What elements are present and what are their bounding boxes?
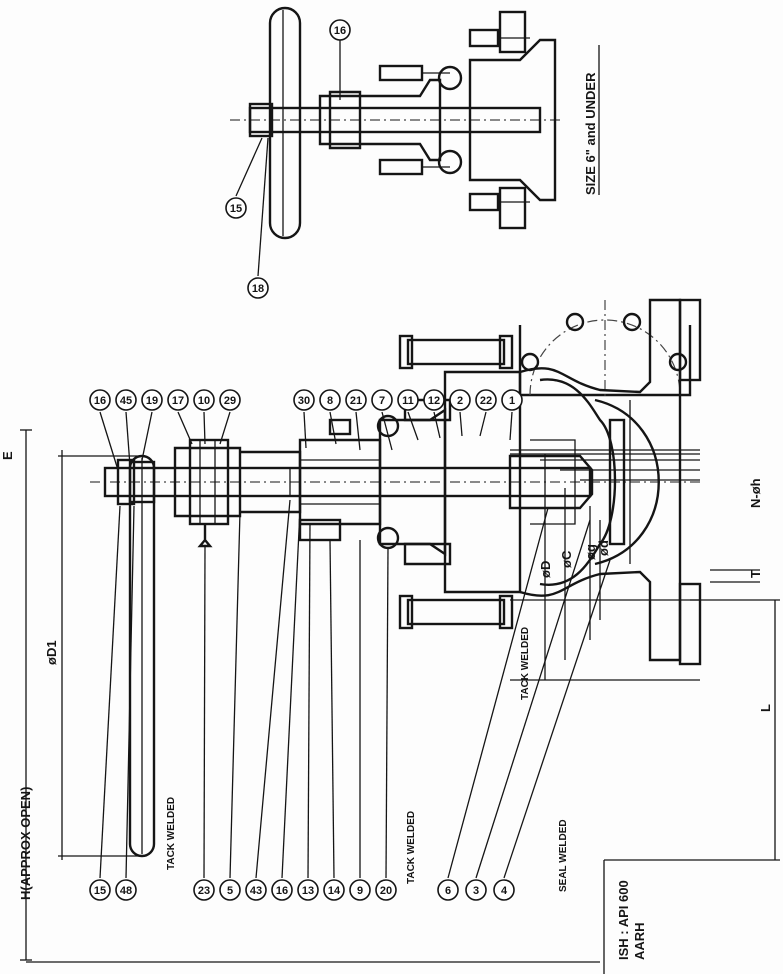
svg-text:14: 14 bbox=[328, 885, 341, 897]
svg-text:16: 16 bbox=[94, 395, 106, 407]
dimensions bbox=[20, 429, 780, 974]
balloon-22: 22 bbox=[475, 389, 497, 437]
tack-welded-label-1: TACK WELDED bbox=[166, 797, 177, 870]
balloon-16b: 16 bbox=[271, 509, 301, 901]
svg-text:1: 1 bbox=[509, 395, 515, 407]
og-label: øg bbox=[583, 544, 598, 560]
svg-text:8: 8 bbox=[327, 395, 333, 407]
balloon-17: 17 bbox=[167, 389, 193, 445]
tack-welded-label-2: TACK WELDED bbox=[406, 811, 417, 884]
balloon-13: 13 bbox=[297, 523, 319, 901]
balloon-23: 23 bbox=[193, 545, 215, 901]
balloon-12: 12 bbox=[423, 389, 445, 439]
small-valve-view bbox=[230, 6, 560, 240]
main-balloons: 16 45 19 17 10 29 30 8 21 7 11 12 2 22 1… bbox=[89, 389, 611, 901]
svg-text:6: 6 bbox=[445, 885, 451, 897]
balloon-20: 20 bbox=[375, 547, 397, 901]
svg-text:43: 43 bbox=[250, 885, 262, 897]
svg-text:23: 23 bbox=[198, 885, 210, 897]
finish-label-2: AARH bbox=[632, 922, 647, 960]
finish-label: ISH : API 600 bbox=[616, 880, 631, 960]
svg-text:29: 29 bbox=[224, 395, 236, 407]
h-dim-label: H(APPROX OPEN) bbox=[18, 787, 33, 900]
svg-text:16: 16 bbox=[334, 25, 346, 37]
balloon-18-small: 18 bbox=[247, 137, 269, 299]
svg-text:48: 48 bbox=[120, 885, 132, 897]
svg-text:10: 10 bbox=[198, 395, 210, 407]
svg-text:2: 2 bbox=[457, 395, 463, 407]
balloon-30: 30 bbox=[293, 389, 315, 449]
svg-text:22: 22 bbox=[480, 395, 492, 407]
svg-text:45: 45 bbox=[120, 395, 132, 407]
balloon-3: 3 bbox=[465, 519, 591, 901]
balloon-8: 8 bbox=[319, 389, 341, 445]
balloon-5: 5 bbox=[219, 511, 241, 901]
balloon-2: 2 bbox=[449, 389, 471, 437]
main-valve-view bbox=[90, 298, 702, 858]
svg-text:19: 19 bbox=[146, 395, 158, 407]
small-view-balloons: 16 15 18 bbox=[225, 19, 351, 299]
svg-text:17: 17 bbox=[172, 395, 184, 407]
svg-text:18: 18 bbox=[252, 283, 264, 295]
balloon-9: 9 bbox=[349, 540, 371, 901]
size-note: SIZE 6" and UNDER bbox=[583, 45, 600, 195]
svg-text:15: 15 bbox=[94, 885, 106, 897]
svg-text:15: 15 bbox=[230, 203, 242, 215]
balloon-29: 29 bbox=[219, 389, 241, 445]
balloon-16: 16 bbox=[89, 389, 119, 471]
size-note-text: SIZE 6" and UNDER bbox=[583, 72, 598, 195]
e-mark: E bbox=[0, 451, 15, 460]
svg-text:30: 30 bbox=[298, 395, 310, 407]
svg-text:20: 20 bbox=[380, 885, 392, 897]
od-label: øD bbox=[538, 561, 553, 578]
seal-welded-label: SEAL WELDED bbox=[558, 819, 569, 892]
oc-label: øC bbox=[559, 550, 574, 568]
t-label: T bbox=[748, 570, 763, 578]
od-small-label: ød bbox=[596, 540, 611, 556]
balloon-14: 14 bbox=[323, 539, 345, 901]
svg-text:11: 11 bbox=[402, 395, 414, 407]
svg-text:3: 3 bbox=[473, 885, 479, 897]
d1-label: øD1 bbox=[44, 640, 59, 665]
balloon-19: 19 bbox=[141, 389, 163, 461]
nh-label: N-øh bbox=[748, 478, 763, 508]
l-label: L bbox=[758, 704, 773, 712]
balloon-45: 45 bbox=[115, 389, 137, 467]
balloon-6: 6 bbox=[437, 507, 549, 901]
svg-text:7: 7 bbox=[379, 395, 385, 407]
balloon-43: 43 bbox=[245, 499, 291, 901]
svg-text:13: 13 bbox=[302, 885, 314, 897]
balloon-15: 15 bbox=[89, 505, 121, 901]
svg-text:21: 21 bbox=[350, 395, 362, 407]
svg-text:5: 5 bbox=[227, 885, 233, 897]
balloon-7: 7 bbox=[371, 389, 393, 451]
svg-text:12: 12 bbox=[428, 395, 440, 407]
balloon-15-small: 15 bbox=[225, 137, 263, 219]
balloon-16-small: 16 bbox=[329, 19, 351, 100]
balloon-11: 11 bbox=[397, 389, 419, 441]
balloon-1: 1 bbox=[501, 389, 523, 441]
tack-welded-label-3: TACK WELDED bbox=[520, 627, 531, 700]
svg-text:9: 9 bbox=[357, 885, 363, 897]
balloon-21: 21 bbox=[345, 389, 367, 451]
balloon-48: 48 bbox=[115, 505, 137, 901]
balloon-10: 10 bbox=[193, 389, 215, 445]
balloon-4: 4 bbox=[493, 559, 611, 901]
svg-text:4: 4 bbox=[501, 885, 508, 897]
bolt-circle-view bbox=[518, 300, 692, 400]
svg-text:16: 16 bbox=[276, 885, 288, 897]
